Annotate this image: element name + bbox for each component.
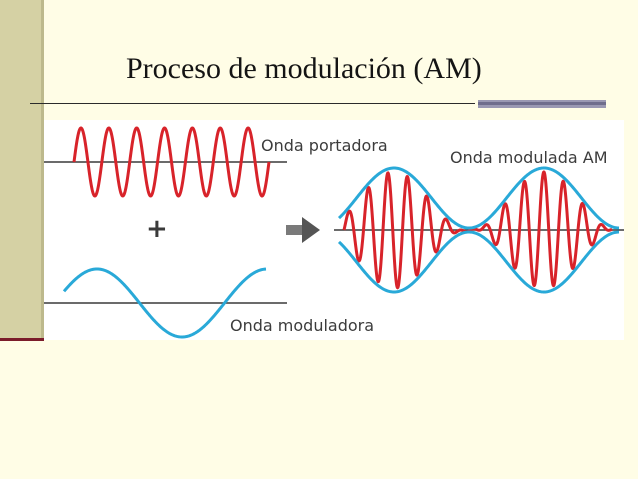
carrier-wave xyxy=(72,126,271,198)
slide-title: Proceso de modulación (AM) xyxy=(126,52,482,85)
modulating-wave xyxy=(62,267,267,339)
modulated-wave xyxy=(342,170,613,290)
left-decor-band-foot xyxy=(0,338,44,341)
title-accent-bar xyxy=(478,100,606,108)
carrier-wave-label: Onda portadora xyxy=(261,136,388,155)
envelope-top-wave xyxy=(337,166,620,230)
plus-symbol: + xyxy=(146,214,168,244)
right-arrow-icon xyxy=(286,217,320,243)
title-underline xyxy=(30,103,475,104)
left-decor-band xyxy=(0,0,41,340)
modulating-wave-label: Onda moduladora xyxy=(230,316,375,335)
am-modulation-figure: Onda portadora Onda modulada AM Onda mod… xyxy=(44,120,624,340)
envelope-bottom-wave xyxy=(337,230,620,294)
left-decor-band-edge xyxy=(41,0,44,340)
modulated-wave-label: Onda modulada AM xyxy=(450,148,608,167)
modulation-diagram xyxy=(44,126,624,339)
